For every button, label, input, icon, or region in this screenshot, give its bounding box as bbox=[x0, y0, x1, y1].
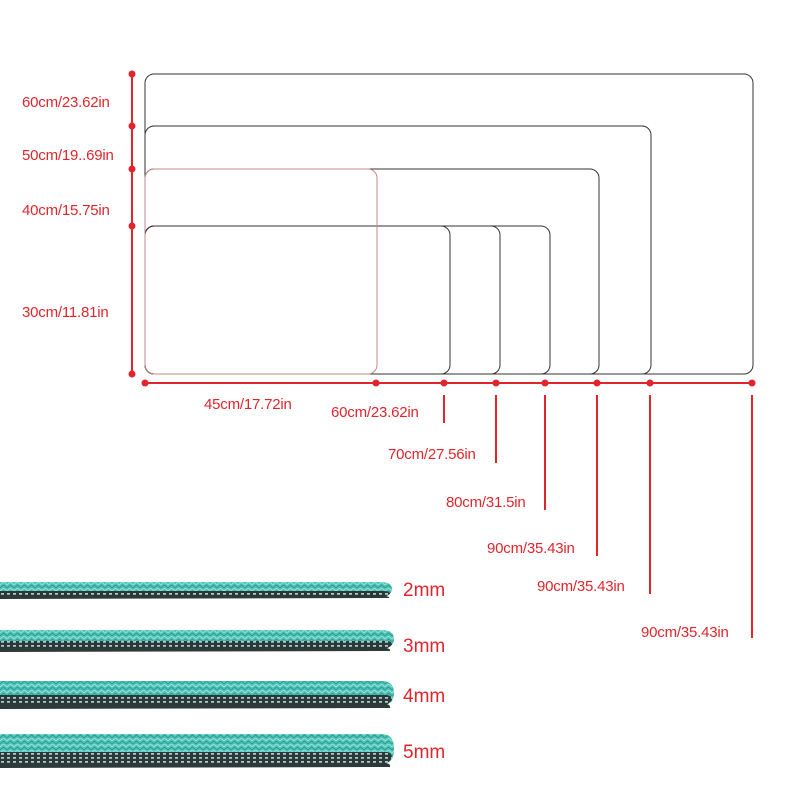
mat-outline-70x40 bbox=[144, 168, 600, 375]
width-ruler-dot bbox=[593, 379, 601, 387]
height-ruler-dot bbox=[128, 370, 136, 378]
width-ruler bbox=[141, 379, 756, 638]
width-label-45cm: 45cm/17.72in bbox=[204, 396, 292, 413]
height-ruler-dot bbox=[128, 222, 136, 230]
width-ruler-dot bbox=[646, 379, 654, 387]
width-ruler-dot bbox=[372, 379, 380, 387]
thickness-4mm-strip bbox=[0, 681, 394, 709]
thickness-2mm-strip bbox=[0, 582, 392, 599]
width-label-70cm: 70cm/27.56in bbox=[388, 446, 476, 463]
width-ruler-dot bbox=[440, 379, 448, 387]
width-label-90cm-b: 90cm/35.43in bbox=[537, 578, 625, 595]
mat-outlines bbox=[144, 73, 754, 375]
mat-outline-45x30 bbox=[144, 225, 451, 375]
width-ruler-dot bbox=[141, 379, 149, 387]
height-label-50cm: 50cm/19..69in bbox=[22, 147, 114, 164]
height-label-30cm: 30cm/11.81in bbox=[22, 304, 109, 321]
thickness-label-3mm: 3mm bbox=[403, 636, 446, 657]
width-label-80cm: 80cm/31.5in bbox=[446, 494, 526, 511]
width-ruler-dot bbox=[541, 379, 549, 387]
height-ruler-dot bbox=[128, 70, 136, 78]
width-label-90cm-c: 90cm/35.43in bbox=[641, 624, 729, 641]
mat-outline-55x30 bbox=[144, 225, 501, 375]
height-ruler bbox=[128, 70, 136, 378]
mat-outline-90x60 bbox=[144, 73, 754, 375]
thickness-label-4mm: 4mm bbox=[403, 686, 446, 707]
height-ruler-dot bbox=[128, 165, 136, 173]
mat-outline-60x30 bbox=[144, 225, 551, 375]
thickness-3mm-strip bbox=[0, 630, 394, 652]
thickness-5mm-strip bbox=[0, 734, 394, 768]
height-ruler-dot bbox=[128, 122, 136, 130]
height-label-40cm: 40cm/15.75in bbox=[22, 202, 110, 219]
mat-outline-80x50 bbox=[144, 125, 652, 375]
width-label-60cm: 60cm/23.62in bbox=[331, 404, 419, 421]
thickness-label-2mm: 2mm bbox=[403, 580, 446, 601]
height-label-60cm: 60cm/23.62in bbox=[22, 94, 110, 111]
thickness-label-5mm: 5mm bbox=[403, 742, 446, 763]
mat-outline-45x40 bbox=[144, 168, 378, 375]
width-ruler-dot bbox=[492, 379, 500, 387]
width-label-90cm-a: 90cm/35.43in bbox=[487, 540, 575, 557]
width-ruler-dot bbox=[748, 379, 756, 387]
